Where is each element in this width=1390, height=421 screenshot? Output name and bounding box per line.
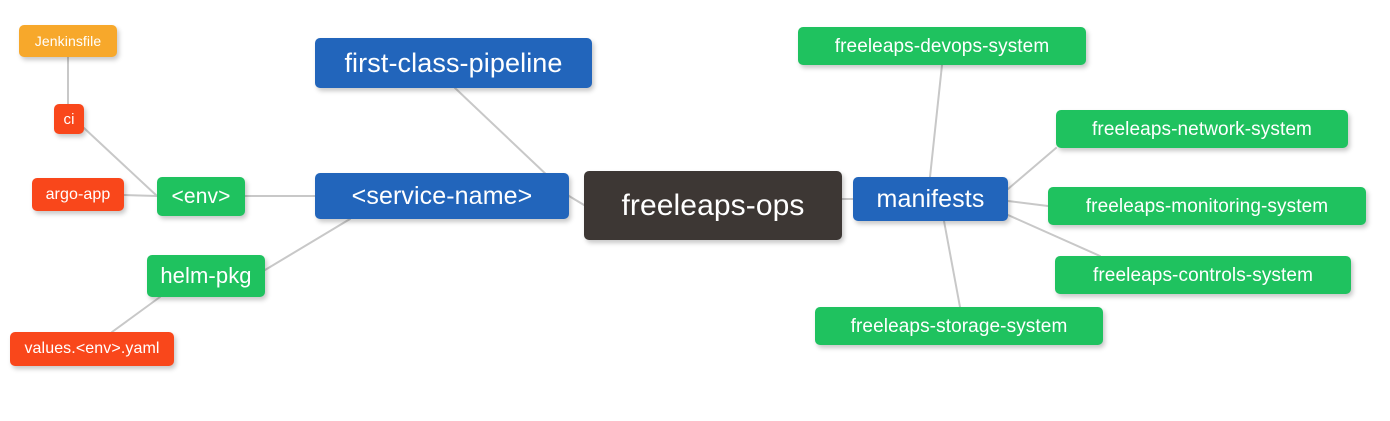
edge-manifests-to-monitoring [1007, 200, 1049, 207]
edge-manifests-to-devops [929, 64, 943, 178]
mindmap-node-storage[interactable]: freeleaps-storage-system [815, 307, 1103, 345]
mindmap-node-manifests[interactable]: manifests [853, 177, 1008, 221]
edge-root-to-service [568, 195, 585, 206]
mindmap-node-argoapp[interactable]: argo-app [32, 178, 124, 211]
mindmap-node-values[interactable]: values.<env>.yaml [10, 332, 174, 366]
edge-helmpkg-to-values [111, 296, 161, 333]
mindmap-node-env[interactable]: <env> [157, 177, 245, 216]
mindmap-node-network[interactable]: freeleaps-network-system [1056, 110, 1348, 148]
mindmap-node-controls[interactable]: freeleaps-controls-system [1055, 256, 1351, 294]
edge-manifests-to-storage [943, 220, 961, 308]
mindmap-node-jenkinsfile[interactable]: Jenkinsfile [19, 25, 117, 57]
mindmap-node-devops[interactable]: freeleaps-devops-system [798, 27, 1086, 65]
mindmap-node-helmpkg[interactable]: helm-pkg [147, 255, 265, 297]
mindmap-node-monitoring[interactable]: freeleaps-monitoring-system [1048, 187, 1366, 225]
mindmap-node-root[interactable]: freeleaps-ops [584, 171, 842, 240]
mindmap-node-ci[interactable]: ci [54, 104, 84, 134]
edge-env-to-argoapp [123, 194, 158, 197]
mindmap-node-service[interactable]: <service-name> [315, 173, 569, 219]
edge-manifests-to-network [1007, 147, 1057, 190]
edge-service-to-helmpkg [264, 218, 351, 271]
mindmap-node-pipeline[interactable]: first-class-pipeline [315, 38, 592, 88]
